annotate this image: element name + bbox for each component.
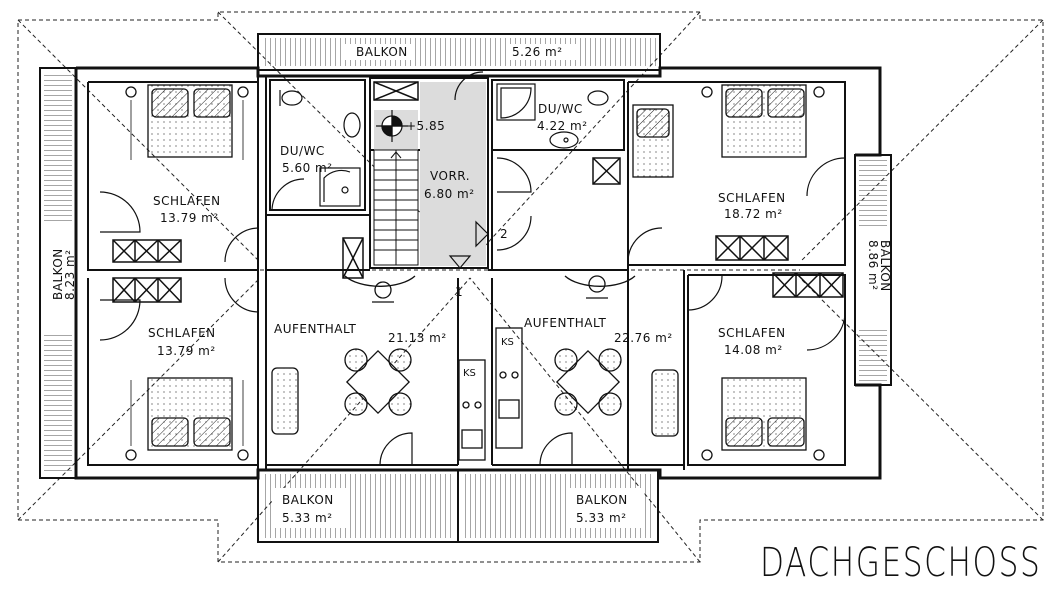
outer-walls	[74, 66, 882, 480]
label-schlafen-tr-name: SCHLAFEN	[718, 191, 786, 205]
bed-top-right	[632, 84, 825, 178]
dining-left	[271, 348, 412, 435]
roof-outline	[17, 11, 1044, 563]
lamp-left	[344, 275, 416, 303]
label-balkon-top-name: BALKON	[356, 45, 408, 59]
label-aufenthalt-left-name: AUFENTHALT	[274, 322, 357, 336]
balcony-right	[854, 154, 892, 386]
label-schlafen-bl-name: SCHLAFEN	[148, 326, 216, 340]
balcony-bottom-right	[457, 469, 659, 543]
label-schlafen-br-area: 14.08 m²	[724, 343, 783, 357]
label-du-wc-left-area: 5.60 m²	[282, 161, 333, 175]
label-aufenthalt-left-area: 21.13 m²	[388, 331, 447, 345]
sheet-title: DACHGESCHOSS	[760, 540, 1042, 586]
label-elevation: +5.85	[406, 119, 445, 133]
elevation-marker	[376, 110, 408, 142]
label-stair-mark-1: 1	[455, 285, 463, 299]
label-ks-left: KS	[463, 368, 476, 379]
label-aufenthalt-right-area: 22.76 m²	[614, 331, 673, 345]
balcony-bottom-left	[257, 469, 459, 543]
label-stair-mark-2: 2	[500, 227, 508, 241]
bed-bottom-left	[125, 377, 249, 461]
label-du-wc-right-area: 4.22 m²	[537, 119, 588, 133]
labels: SCHLAFEN 13.79 m² SCHLAFEN 13.79 m² DU/W…	[51, 45, 892, 525]
label-schlafen-tl-area: 13.79 m²	[160, 211, 219, 225]
label-vorr-area: 6.80 m²	[424, 187, 475, 201]
balcony-left	[39, 67, 77, 479]
label-schlafen-br-name: SCHLAFEN	[718, 326, 786, 340]
sanitary-fixtures	[279, 83, 609, 207]
label-ks-right: KS	[501, 337, 514, 348]
label-balkon-br-name: BALKON	[576, 493, 628, 507]
label-balkon-br-area: 5.33 m²	[576, 511, 627, 525]
label-balkon-bl-name: BALKON	[282, 493, 334, 507]
label-schlafen-tr-area: 18.72 m²	[724, 207, 783, 221]
label-aufenthalt-right-name: AUFENTHALT	[524, 316, 607, 330]
label-schlafen-bl-area: 13.79 m²	[157, 344, 216, 358]
wardrobes	[112, 81, 844, 303]
staircase	[373, 149, 419, 266]
beds	[125, 84, 825, 461]
vorr-highlight	[420, 82, 486, 266]
bed-top-left	[125, 84, 249, 160]
label-balkon-top-area: 5.26 m²	[512, 45, 563, 59]
interior-walls	[87, 76, 846, 470]
lamp-right	[564, 275, 636, 299]
label-schlafen-tl-name: SCHLAFEN	[153, 194, 221, 208]
dining-sets	[271, 275, 679, 461]
label-balkon-bl-area: 5.33 m²	[282, 511, 333, 525]
label-balkon-left-area: 8.23 m²	[63, 249, 77, 300]
label-du-wc-right-name: DU/WC	[538, 102, 583, 116]
label-balkon-right-area: 8.86 m²	[866, 240, 880, 291]
dining-right	[554, 348, 679, 437]
bed-bottom-right	[701, 377, 825, 461]
label-balkon-right-name: BALKON	[878, 240, 892, 292]
label-vorr-name: VORR.	[430, 169, 470, 183]
balcony-top	[257, 33, 661, 71]
label-du-wc-left-name: DU/WC	[280, 144, 325, 158]
label-balkon-left-name: BALKON	[51, 248, 65, 300]
